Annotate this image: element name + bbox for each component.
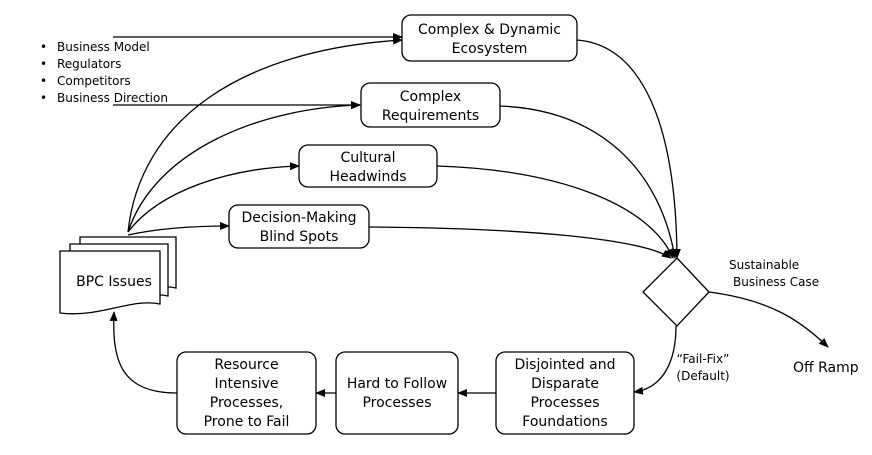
- node-ecosystem-line2: Ecosystem: [452, 41, 528, 57]
- label-failfix-line1: “Fail-Fix”: [677, 352, 730, 366]
- arrow-decision-to-disjointed: [633, 325, 677, 395]
- arrow-bpc-to-requirements: [127, 101, 361, 233]
- arrow-cultural-to-decision: [436, 165, 674, 259]
- bullet-regulators: Regulators: [57, 57, 121, 71]
- arrow-requirements-to-decision: [499, 105, 678, 259]
- arrow-resource-to-bpc: [109, 311, 178, 394]
- label-failfix-line2: (Default): [676, 369, 729, 383]
- label-sustainable-line2: Business Case: [733, 275, 819, 289]
- node-resource-line4: Prone to Fail: [204, 414, 290, 430]
- decision-diamond: [642, 257, 710, 327]
- node-ecosystem-line1: Complex & Dynamic: [418, 22, 561, 38]
- bullet-competitors: Competitors: [57, 74, 131, 88]
- node-requirements: Complex Requirements: [360, 82, 501, 128]
- bullet-dot: •: [40, 40, 47, 54]
- edges: [109, 33, 829, 397]
- node-blindspots-box: [228, 204, 370, 249]
- label-sustainable-line1: Sustainable: [729, 258, 799, 272]
- node-disjointed-line4: Foundations: [522, 414, 607, 430]
- bullet-business-direction: Business Direction: [57, 91, 168, 105]
- arrow-decision-to-offramp: [708, 291, 829, 348]
- node-disjointed-line2: Disparate: [531, 376, 599, 392]
- bullet-dot: •: [40, 91, 47, 105]
- node-hard-line1: Hard to Follow: [347, 376, 447, 392]
- node-cultural-line1: Cultural: [340, 150, 395, 166]
- arrow-bpc-to-cultural: [127, 162, 300, 233]
- node-requirements-line2: Requirements: [382, 108, 479, 124]
- node-ecosystem-box: [401, 14, 578, 62]
- node-cultural-line2: Headwinds: [330, 169, 407, 185]
- node-disjointed: Disjointed and Disparate Processes Found…: [495, 351, 635, 435]
- node-resource-line1: Resource: [214, 357, 278, 373]
- arrow-ecosystem-to-decision: [576, 39, 681, 259]
- node-hard-box: [335, 351, 459, 435]
- label-off-ramp: Off Ramp: [793, 360, 859, 376]
- node-resource-line2: Intensive: [214, 376, 278, 392]
- node-resource-box: [176, 351, 317, 435]
- node-requirements-box: [360, 82, 501, 128]
- node-blindspots: Decision-Making Blind Spots: [228, 204, 370, 249]
- arrow-blindspots-to-decision: [368, 226, 672, 259]
- node-cultural-box: [298, 144, 438, 188]
- node-bpc-label: BPC Issues: [76, 274, 152, 290]
- input-bullet-list: • Business Model • Regulators • Competit…: [40, 40, 168, 105]
- arrow-bpc-to-ecosystem: [127, 36, 403, 233]
- bullet-dot: •: [40, 57, 47, 71]
- bullet-business-model: Business Model: [57, 40, 150, 54]
- node-ecosystem: Complex & Dynamic Ecosystem: [401, 14, 578, 62]
- node-disjointed-line3: Processes: [530, 395, 599, 411]
- node-disjointed-box: [495, 351, 635, 435]
- node-disjointed-line1: Disjointed and: [515, 357, 616, 373]
- node-blindspots-line1: Decision-Making: [241, 210, 356, 226]
- node-bpc-issues: BPC Issues: [59, 236, 177, 315]
- document-front: [59, 250, 161, 315]
- arrow-bpc-to-blindspots: [127, 222, 230, 236]
- node-resource-line3: Processes,: [210, 395, 283, 411]
- node-hard-line2: Processes: [362, 395, 431, 411]
- bullet-dot: •: [40, 74, 47, 88]
- node-hard-to-follow: Hard to Follow Processes: [335, 351, 459, 435]
- node-cultural: Cultural Headwinds: [298, 144, 438, 188]
- node-resource-intensive: Resource Intensive Processes, Prone to F…: [176, 351, 317, 435]
- node-requirements-line1: Complex: [400, 89, 461, 105]
- node-blindspots-line2: Blind Spots: [260, 229, 339, 245]
